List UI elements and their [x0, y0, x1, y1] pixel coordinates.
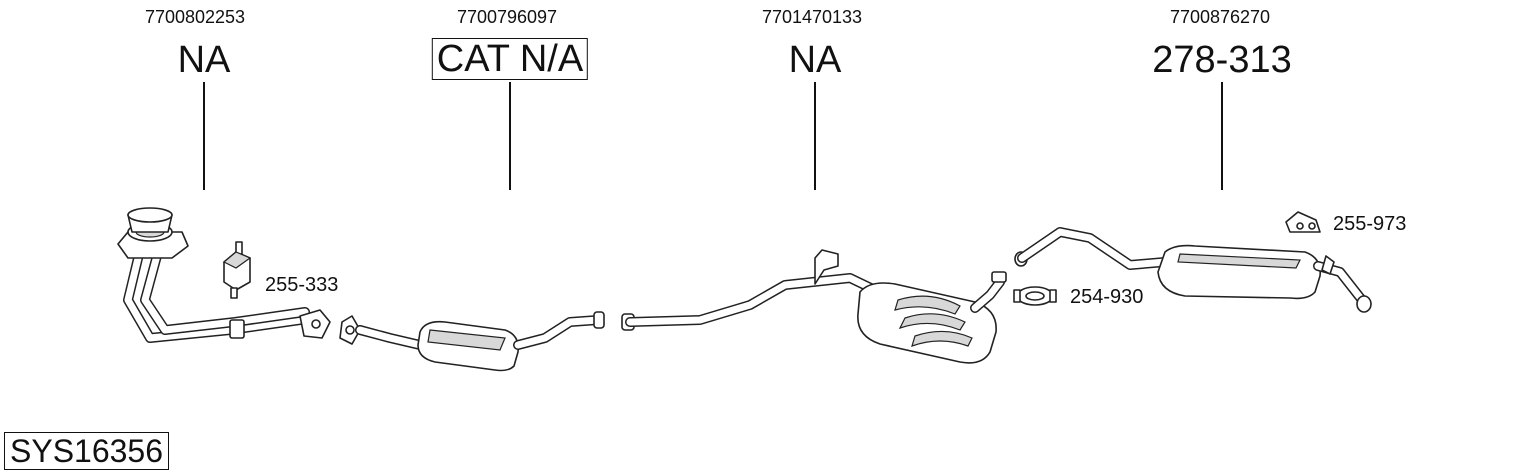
catalytic-converter[interactable]: [339, 311, 605, 372]
accessory-label-rubber-hanger[interactable]: 255-973: [1333, 213, 1407, 235]
accessory-label-rubber-mount[interactable]: 255-333: [265, 274, 339, 296]
part-reference-rear-silencer[interactable]: 278-313: [1152, 39, 1292, 81]
part-reference-catalyst[interactable]: CAT N/A: [431, 38, 589, 80]
part-reference-centre-silencer[interactable]: NA: [788, 39, 842, 81]
rear-silencer[interactable]: [1014, 227, 1372, 313]
oe-number-centre-silencer: 7701470133: [761, 7, 863, 27]
system-code: SYS16356: [4, 432, 170, 470]
accessory-label-pipe-clamp[interactable]: 254-930: [1070, 286, 1144, 308]
front-downpipe[interactable]: [117, 207, 331, 343]
oe-number-catalyst: 7700796097: [456, 7, 558, 27]
part-reference-front-pipe[interactable]: NA: [177, 39, 231, 81]
rubber-hanger-icon: [1285, 211, 1321, 233]
centre-silencer[interactable]: [621, 249, 1007, 364]
rubber-mount-icon: [222, 241, 252, 299]
pipe-clamp-icon: [1013, 286, 1057, 306]
oe-number-front-pipe: 7700802253: [144, 7, 246, 27]
oe-number-rear-silencer: 7700876270: [1169, 7, 1271, 27]
